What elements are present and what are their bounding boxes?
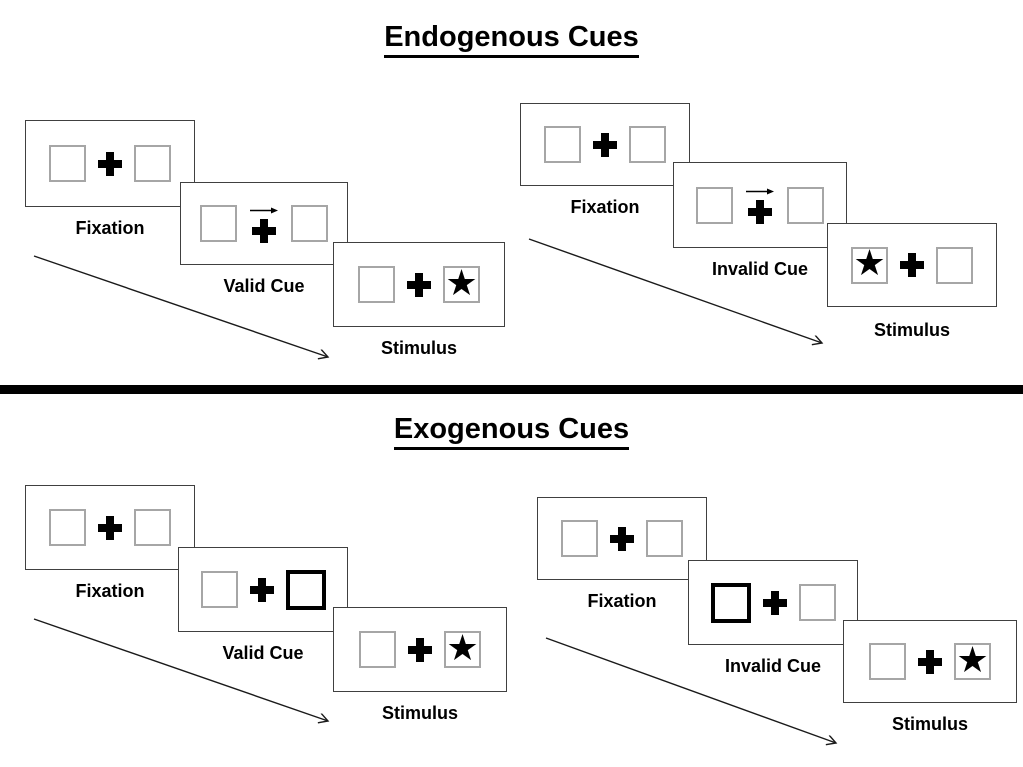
endogenous-title-row: Endogenous Cues (0, 21, 1023, 58)
section-title-exogenous: Exogenous Cues (393, 413, 630, 450)
exo-valid-fixation-panel (25, 485, 195, 570)
panel-label: Invalid Cue (724, 656, 822, 676)
left-box-with-star: ★ (851, 243, 888, 284)
right-box-highlighted (285, 569, 326, 610)
right-box (646, 520, 683, 557)
right-box-with-star: ★ (443, 262, 480, 304)
panel-label: Stimulus (891, 714, 968, 734)
section-divider (0, 385, 1023, 394)
exo-invalid-stimulus-panel: ★ (843, 620, 1017, 703)
timeline-arrow-exogenous-invalid (545, 637, 836, 743)
exogenous-title-row: Exogenous Cues (0, 413, 1023, 450)
right-box (787, 186, 824, 224)
timeline-arrow-exogenous-valid (33, 618, 328, 721)
panel-label: Stimulus (381, 703, 458, 723)
left-box (358, 266, 395, 303)
left-box (200, 571, 238, 608)
cue-right-arrow-icon (250, 207, 278, 213)
right-box (936, 246, 973, 284)
right-box (134, 509, 171, 546)
fixation-cross-icon (762, 590, 787, 615)
left-box (359, 631, 396, 668)
fixation-cross-icon (249, 577, 274, 602)
endo-invalid-fixation-panel (520, 103, 690, 186)
endo-valid-stimulus-panel: ★ (333, 242, 505, 327)
fixation-cross-icon (593, 132, 617, 157)
fixation-cross-icon (408, 637, 432, 662)
star-icon: ★ (853, 243, 886, 284)
right-box (798, 584, 836, 621)
panel-label: Fixation (75, 581, 145, 601)
left-box (49, 509, 86, 546)
right-box-with-star: ★ (954, 639, 991, 681)
fixation-cross-icon (252, 218, 276, 243)
panel-label: Stimulus (873, 320, 950, 340)
left-box (869, 643, 906, 680)
left-box (49, 145, 86, 182)
endo-valid-cue-panel (180, 182, 348, 265)
section-title-endogenous: Endogenous Cues (384, 21, 639, 58)
fixation-cross-icon (610, 526, 634, 551)
endo-invalid-stimulus-panel: ★ (827, 223, 997, 307)
exo-valid-cue-panel (178, 547, 348, 632)
panel-label: Valid Cue (223, 276, 305, 296)
endo-invalid-cue-panel (673, 162, 847, 248)
exo-valid-stimulus-panel: ★ (333, 607, 507, 692)
fixation-cross-icon (407, 272, 431, 297)
panel-label: Fixation (587, 591, 657, 611)
star-icon: ★ (446, 627, 479, 669)
right-box (134, 145, 171, 182)
panel-label: Invalid Cue (711, 259, 809, 279)
fixation-cross-icon (900, 253, 924, 277)
fixation-cross-icon (748, 200, 772, 224)
exo-invalid-cue-panel (688, 560, 858, 645)
star-icon: ★ (956, 639, 989, 681)
left-box-highlighted (710, 582, 751, 623)
right-box (629, 126, 666, 163)
fixation-cross-icon (918, 649, 942, 674)
left-box (200, 205, 237, 242)
fixation-cross-icon (98, 151, 122, 176)
right-box (291, 205, 328, 242)
panel-label: Valid Cue (222, 643, 304, 663)
left-box (544, 126, 581, 163)
cue-right-arrow-icon (746, 188, 774, 195)
exo-invalid-fixation-panel (537, 497, 707, 580)
right-box-with-star: ★ (444, 627, 481, 669)
endo-valid-fixation-panel (25, 120, 195, 207)
left-box (561, 520, 598, 557)
timeline-arrow-endogenous-valid (33, 255, 328, 357)
star-icon: ★ (445, 262, 478, 304)
panel-label: Fixation (75, 218, 145, 238)
fixation-cross-icon (98, 515, 122, 540)
left-box (696, 186, 733, 224)
timeline-arrow-endogenous-invalid (528, 238, 822, 343)
panel-label: Stimulus (380, 338, 457, 358)
panel-label: Fixation (570, 197, 640, 217)
